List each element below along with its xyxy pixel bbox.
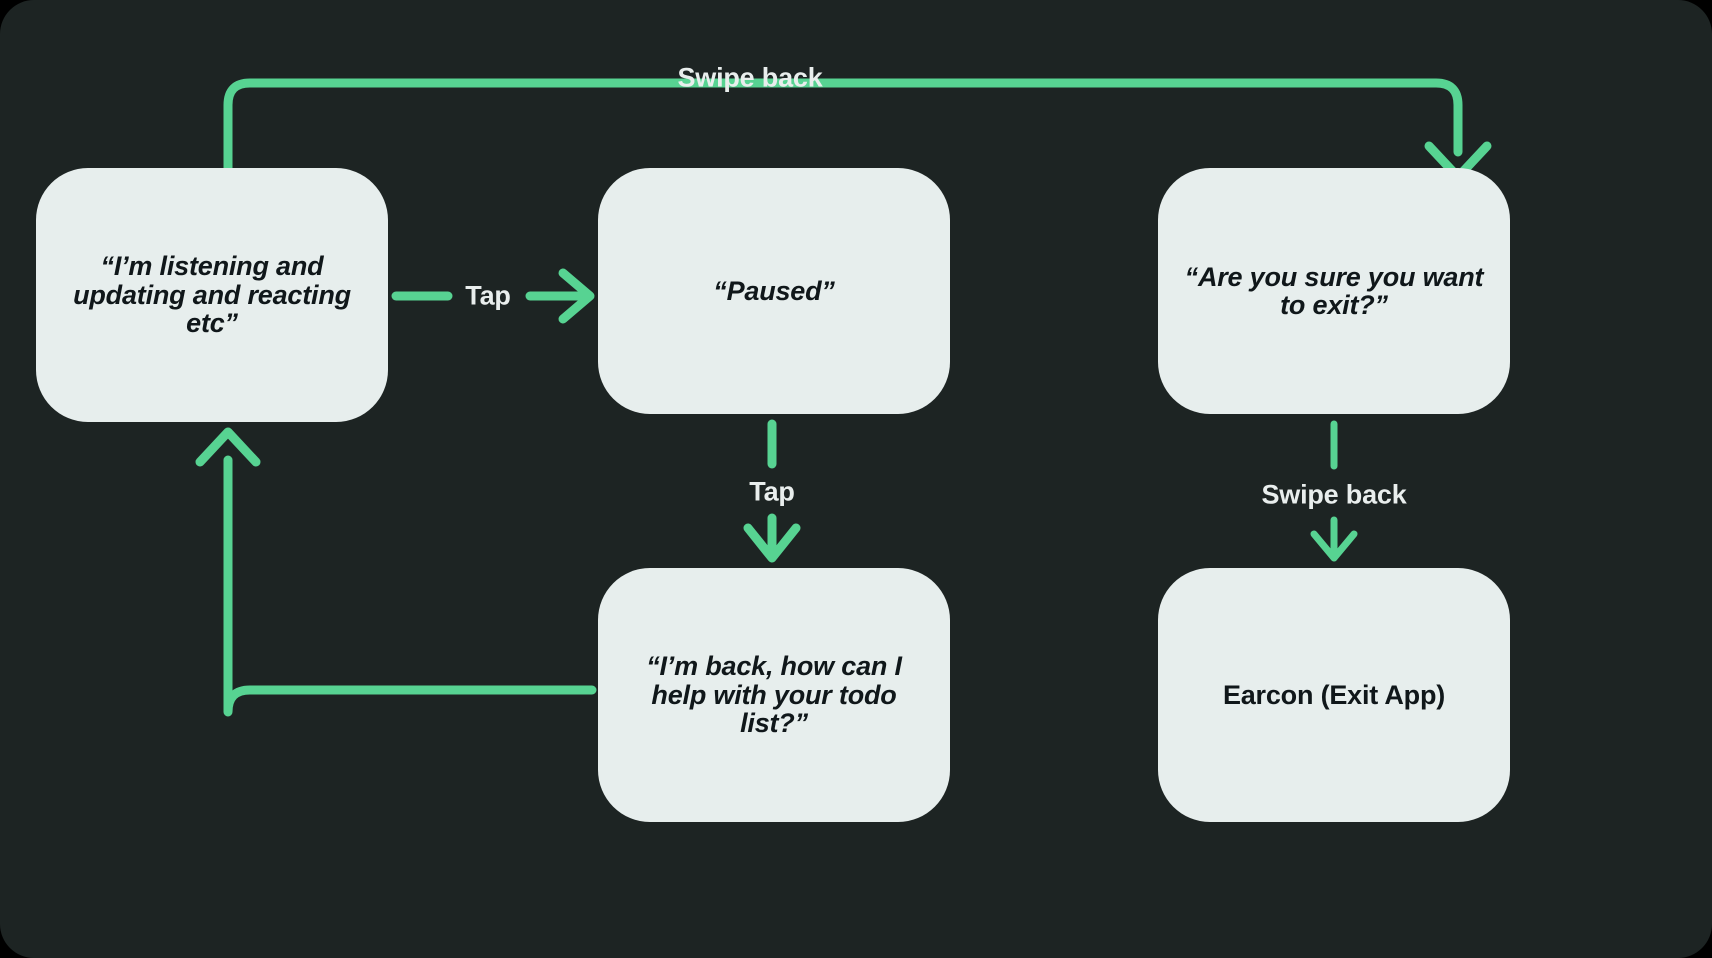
node-listening-label: “I’m listening and updating and reacting… [73,251,351,339]
arrowhead-up-icon [195,427,261,467]
edge-label-tap-vertical: Tap [749,476,795,507]
node-earcon[interactable]: Earcon (Exit App) [1158,568,1510,822]
node-confirm-exit-label: “Are you sure you want to exit?” [1184,261,1484,320]
arrowhead-down-icon [1310,530,1358,562]
arrowhead-right-icon [558,268,595,324]
node-im-back[interactable]: “I’m back, how can I help with your todo… [598,568,950,822]
arrowhead-down-icon [743,523,801,563]
edge-label-swipe-back-right: Swipe back [1261,479,1407,510]
edge-listening-to-confirm-exit [223,78,1492,182]
edge-label-tap-horizontal: Tap [465,280,511,311]
edge-label-swipe-back-top: Swipe back [677,62,823,93]
node-paused-label: “Paused” [713,275,835,306]
node-paused[interactable]: “Paused” [598,168,950,414]
node-earcon-label: Earcon (Exit App) [1222,679,1446,710]
node-im-back-label: “I’m back, how can I help with your todo… [646,651,902,739]
node-confirm-exit[interactable]: “Are you sure you want to exit?” [1158,168,1510,414]
edge-im-back-to-listening [195,427,597,717]
node-listening[interactable]: “I’m listening and updating and reacting… [36,168,388,422]
